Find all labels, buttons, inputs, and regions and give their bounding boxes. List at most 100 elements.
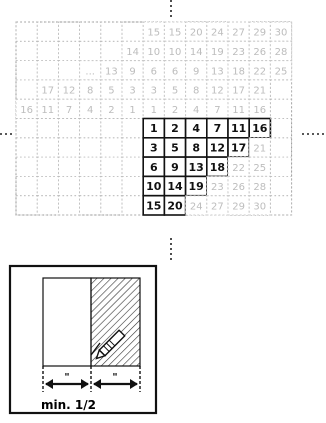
empty-cell bbox=[58, 176, 79, 195]
tile-number: 22 bbox=[253, 66, 266, 77]
empty-cell bbox=[122, 119, 143, 138]
tile-number: 30 bbox=[253, 201, 266, 212]
empty-cell bbox=[58, 138, 79, 157]
empty-cell bbox=[101, 119, 122, 138]
empty-cell bbox=[16, 196, 37, 215]
tile-number: 12 bbox=[63, 86, 76, 97]
tile-number: 8 bbox=[193, 86, 199, 97]
tile-number: 11 bbox=[231, 122, 246, 135]
tile-number: 4 bbox=[87, 105, 93, 116]
tile-number: 25 bbox=[253, 163, 266, 174]
tile-number: 13 bbox=[211, 66, 224, 77]
empty-cell bbox=[80, 119, 101, 138]
tile-number: 6 bbox=[172, 66, 178, 77]
empty-cell bbox=[58, 22, 79, 41]
tile-number: 16 bbox=[252, 122, 268, 135]
empty-cell bbox=[101, 196, 122, 215]
tile-number: 1 bbox=[150, 122, 158, 135]
empty-cell bbox=[80, 196, 101, 215]
tile-number: 17 bbox=[232, 86, 245, 97]
empty-cell bbox=[16, 80, 37, 99]
tile-number: 24 bbox=[190, 201, 203, 212]
tile-number: 12 bbox=[211, 86, 224, 97]
tile-number: 23 bbox=[232, 47, 245, 58]
left-equal-marker: " bbox=[64, 372, 69, 383]
empty-cell bbox=[80, 138, 101, 157]
empty-cell bbox=[80, 176, 101, 195]
tile-number: 21 bbox=[253, 86, 266, 97]
empty-cell bbox=[101, 157, 122, 176]
empty-cell bbox=[270, 176, 291, 195]
tile-number: 28 bbox=[275, 47, 288, 58]
tile-number: 18 bbox=[210, 161, 225, 174]
tile-number: 3 bbox=[151, 86, 157, 97]
tile-number: 5 bbox=[172, 86, 178, 97]
tile-number: 5 bbox=[171, 141, 179, 154]
tile-number: 16 bbox=[253, 105, 266, 116]
empty-cell bbox=[80, 22, 101, 41]
edge-cut-inset: " " min. 1/2 bbox=[10, 266, 156, 413]
empty-cell bbox=[16, 138, 37, 157]
tile-number: 15 bbox=[147, 28, 160, 39]
tile-number: 2 bbox=[108, 105, 114, 116]
tile-number: 13 bbox=[105, 66, 118, 77]
tile-number: ... bbox=[85, 66, 95, 77]
tile-number: 27 bbox=[211, 201, 224, 212]
tile-number: 15 bbox=[169, 28, 182, 39]
tile-number: 5 bbox=[108, 86, 114, 97]
tile-number: 16 bbox=[20, 105, 33, 116]
empty-cell bbox=[122, 138, 143, 157]
tile-number: 14 bbox=[126, 47, 139, 58]
tile-number: 7 bbox=[66, 105, 72, 116]
tile-number: 8 bbox=[192, 141, 200, 154]
empty-cell bbox=[270, 80, 291, 99]
empty-cell bbox=[270, 138, 291, 157]
tile-number: 20 bbox=[190, 28, 203, 39]
tile-number: 19 bbox=[189, 180, 204, 193]
empty-cell bbox=[58, 61, 79, 80]
tile-number: 25 bbox=[275, 66, 288, 77]
tile-number: 2 bbox=[172, 105, 178, 116]
tile-number: 17 bbox=[231, 141, 246, 154]
tile-number: 3 bbox=[129, 86, 135, 97]
tile-number: 3 bbox=[150, 141, 158, 154]
empty-cell bbox=[122, 157, 143, 176]
empty-cell bbox=[16, 157, 37, 176]
full-tile-panel bbox=[43, 278, 91, 366]
empty-cell bbox=[37, 138, 58, 157]
empty-cell bbox=[101, 41, 122, 60]
tile-number: 11 bbox=[232, 105, 245, 116]
tile-number: 17 bbox=[41, 86, 54, 97]
tile-number: 20 bbox=[167, 199, 183, 212]
empty-cell bbox=[16, 61, 37, 80]
tile-number: 8 bbox=[87, 86, 93, 97]
empty-cell bbox=[58, 41, 79, 60]
empty-cell bbox=[37, 22, 58, 41]
tile-number: 1 bbox=[151, 105, 157, 116]
empty-cell bbox=[270, 157, 291, 176]
empty-cell bbox=[16, 41, 37, 60]
empty-cell bbox=[37, 61, 58, 80]
tile-number: 6 bbox=[151, 66, 157, 77]
tile-number: 18 bbox=[232, 66, 245, 77]
empty-cell bbox=[122, 176, 143, 195]
tile-number: 7 bbox=[214, 105, 220, 116]
tile-number: 12 bbox=[210, 141, 225, 154]
empty-cell bbox=[37, 157, 58, 176]
tile-number: 1 bbox=[129, 105, 135, 116]
tile-number: 9 bbox=[129, 66, 135, 77]
right-equal-marker: " bbox=[112, 372, 117, 383]
tile-number: 29 bbox=[232, 201, 245, 212]
tile-number: 10 bbox=[146, 180, 162, 193]
tile-number: 29 bbox=[253, 28, 266, 39]
empty-cell bbox=[270, 196, 291, 215]
tile-number: 22 bbox=[232, 163, 245, 174]
empty-cell bbox=[16, 176, 37, 195]
tile-number: 30 bbox=[275, 28, 288, 39]
empty-cell bbox=[16, 22, 37, 41]
empty-cell bbox=[270, 119, 291, 138]
empty-cell bbox=[37, 176, 58, 195]
empty-cell bbox=[80, 41, 101, 60]
empty-cell bbox=[122, 196, 143, 215]
